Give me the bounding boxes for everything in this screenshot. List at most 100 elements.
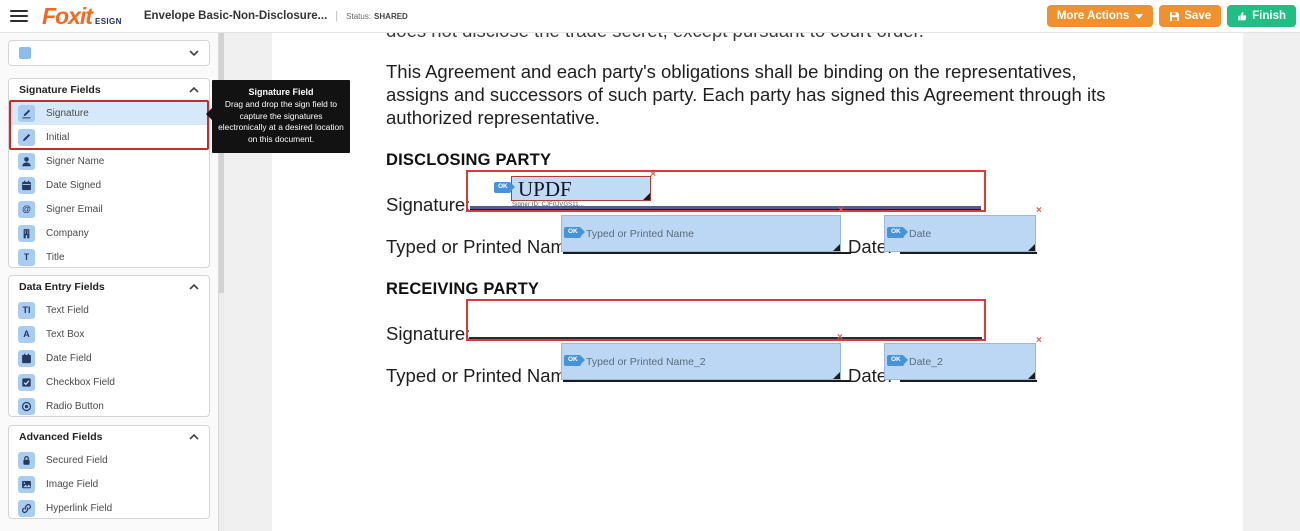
typed-name-label: Typed or Printed Name:: [386, 236, 582, 257]
tooltip-title: Signature Field: [248, 87, 314, 97]
sidebar-item-text-field[interactable]: TI Text Field: [9, 298, 209, 322]
ok-badge[interactable]: OK: [564, 355, 585, 366]
advanced-fields-section: Advanced Fields Secured Field Image Fiel…: [8, 425, 210, 519]
document-canvas: does not disclose the trade secret, exce…: [224, 33, 1300, 531]
resize-handle[interactable]: [833, 244, 840, 251]
sidebar-item-label: Date Field: [46, 352, 92, 364]
building-icon: [18, 224, 35, 242]
disclosing-party-heading: DISCLOSING PARTY: [386, 151, 552, 169]
sidebar-scrollbar-thumb[interactable]: [219, 33, 224, 293]
header-divider: |: [335, 10, 339, 22]
signature-label: Signature:: [386, 323, 471, 344]
sidebar-item-label: Signer Name: [46, 155, 105, 167]
ok-badge[interactable]: OK: [564, 227, 585, 238]
typed-name-label: Typed or Printed Name:: [386, 365, 582, 386]
signature-line: [469, 337, 982, 339]
signature-field-dropzone[interactable]: [466, 170, 986, 212]
signature-field-updf[interactable]: UPDF: [511, 176, 651, 201]
document-page: does not disclose the trade secret, exce…: [272, 33, 1243, 531]
receiving-party-heading: RECEIVING PARTY: [386, 280, 540, 298]
resize-handle[interactable]: [1028, 244, 1035, 251]
status-value: SHARED: [374, 11, 408, 21]
remove-field-icon[interactable]: ×: [837, 332, 843, 343]
date-field[interactable]: OK Date: [884, 215, 1036, 252]
remove-field-icon[interactable]: ×: [838, 205, 844, 216]
ok-badge[interactable]: OK: [494, 182, 515, 193]
recipient-color-swatch: [19, 47, 31, 59]
sidebar-item-signer-name[interactable]: Signer Name: [9, 149, 209, 173]
signature-field-dropzone[interactable]: [466, 299, 986, 341]
sidebar-item-date-field[interactable]: Date Field: [9, 346, 209, 370]
sidebar-item-title[interactable]: T Title: [9, 245, 209, 269]
checkbox-icon: [18, 373, 35, 391]
sidebar-item-image-field[interactable]: Image Field: [9, 472, 209, 496]
title-icon: T: [18, 248, 35, 266]
resize-handle[interactable]: [833, 372, 840, 379]
save-button[interactable]: Save: [1159, 5, 1222, 27]
hamburger-menu-icon[interactable]: [10, 9, 28, 23]
date-label: Date:: [848, 365, 893, 386]
data-entry-fields-header[interactable]: Data Entry Fields: [9, 276, 209, 298]
typed-name-field[interactable]: OK Typed or Printed Name_2: [561, 343, 841, 380]
signature-label: Signature:: [386, 194, 471, 215]
sidebar-item-company[interactable]: Company: [9, 221, 209, 245]
sidebar-item-date-signed[interactable]: Date Signed: [9, 173, 209, 197]
sidebar-item-hyperlink-field[interactable]: Hyperlink Field: [9, 496, 209, 520]
finish-label: Finish: [1252, 10, 1286, 22]
signature-fields-header[interactable]: Signature Fields: [9, 79, 209, 101]
sidebar-item-label: Company: [46, 227, 89, 239]
sidebar-item-label: Signer Email: [46, 203, 103, 215]
printed-line: [563, 380, 851, 382]
ok-badge[interactable]: OK: [887, 227, 908, 238]
sidebar-item-radio-button[interactable]: Radio Button: [9, 394, 209, 418]
text-box-icon: A: [18, 325, 35, 343]
calendar-icon: [18, 176, 35, 194]
esign-logo-text: ESIGN: [94, 17, 122, 26]
sidebar-item-secured-field[interactable]: Secured Field: [9, 448, 209, 472]
radio-icon: [18, 397, 35, 415]
advanced-fields-header[interactable]: Advanced Fields: [9, 426, 209, 448]
field-placeholder: Date_2: [909, 356, 943, 368]
initial-pen-icon: [18, 128, 35, 146]
resize-handle[interactable]: [1028, 372, 1035, 379]
field-placeholder: Date: [909, 228, 932, 240]
fields-sidebar: Signature Fields Signature Initial: [0, 33, 219, 531]
sidebar-item-label: Checkbox Field: [46, 376, 115, 388]
more-actions-button[interactable]: More Actions: [1046, 5, 1154, 27]
remove-field-icon[interactable]: ×: [1036, 205, 1042, 216]
section-title: Data Entry Fields: [19, 281, 105, 293]
section-title: Advanced Fields: [19, 431, 103, 443]
field-placeholder: Typed or Printed Name_2: [586, 356, 706, 368]
resize-handle[interactable]: [643, 193, 650, 200]
chevron-down-icon: [189, 50, 199, 56]
signature-field-tooltip: Signature Field Drag and drop the sign f…: [206, 80, 350, 153]
at-icon: @: [18, 200, 35, 218]
signature-icon: [18, 104, 35, 122]
sidebar-item-label: Text Field: [46, 304, 89, 316]
image-icon: [18, 475, 35, 493]
sidebar-item-checkbox-field[interactable]: Checkbox Field: [9, 370, 209, 394]
date-field[interactable]: OK Date_2: [884, 343, 1036, 380]
typed-name-field[interactable]: OK Typed or Printed Name: [561, 215, 841, 252]
calendar-icon: [18, 349, 35, 367]
sidebar-item-label: Initial: [46, 131, 70, 143]
finish-button[interactable]: Finish: [1227, 5, 1296, 27]
remove-field-icon[interactable]: ×: [650, 169, 656, 180]
ok-badge[interactable]: OK: [887, 355, 908, 366]
remove-field-icon[interactable]: ×: [1036, 335, 1042, 346]
tooltip-body: Drag and drop the sign field to capture …: [218, 99, 344, 144]
sidebar-item-signer-email[interactable]: @ Signer Email: [9, 197, 209, 221]
date-label: Date:: [848, 236, 893, 257]
status-badge: Status: SHARED: [346, 12, 408, 21]
sidebar-item-initial[interactable]: Initial: [9, 125, 209, 149]
sidebar-item-label: Secured Field: [46, 454, 108, 466]
sidebar-item-label: Signature: [46, 107, 89, 119]
agreement-paragraph: This Agreement and each party's obligati…: [386, 61, 1106, 128]
sidebar-item-text-box[interactable]: A Text Box: [9, 322, 209, 346]
more-actions-label: More Actions: [1056, 10, 1130, 22]
tooltip-arrow: [206, 108, 212, 120]
sidebar-item-label: Date Signed: [46, 179, 102, 191]
recipient-dropdown[interactable]: [8, 40, 210, 66]
sidebar-item-signature[interactable]: Signature: [9, 101, 209, 125]
